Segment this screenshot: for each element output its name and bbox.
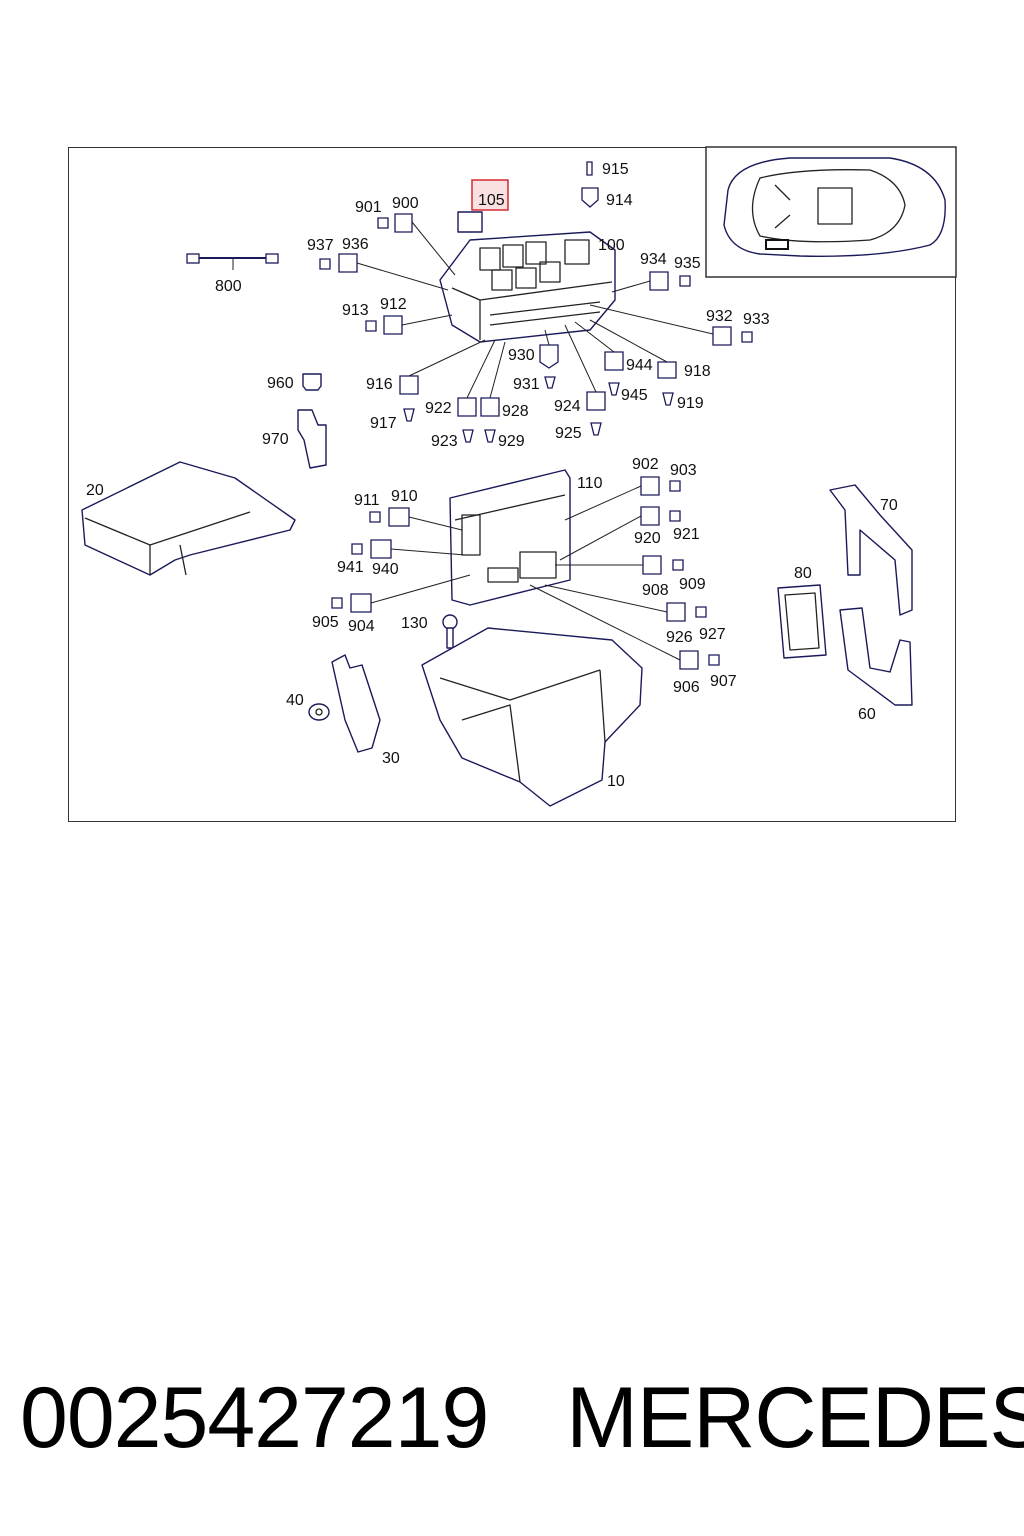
label-910: 910: [391, 488, 418, 505]
label-944: 944: [626, 357, 653, 374]
label-934: 934: [640, 251, 667, 268]
label-60: 60: [858, 706, 876, 723]
diagram-frame: [68, 147, 956, 822]
label-911: 911: [354, 492, 380, 509]
label-927: 927: [699, 626, 726, 643]
connectors-top: [319, 161, 753, 443]
label-932: 932: [706, 308, 733, 325]
label-924: 924: [554, 398, 581, 415]
label-905: 905: [312, 614, 339, 631]
callout-labels: 915 914 105 901 900 937 936 100 800 934 …: [86, 161, 898, 790]
label-80: 80: [794, 565, 812, 582]
label-929: 929: [498, 433, 525, 450]
leader-lines: [356, 221, 714, 399]
label-928: 928: [502, 403, 529, 420]
label-914: 914: [606, 192, 633, 209]
label-800: 800: [215, 278, 242, 295]
label-915: 915: [602, 161, 629, 178]
label-909: 909: [679, 576, 706, 593]
part-40-30: [308, 654, 381, 753]
label-901: 901: [355, 199, 382, 216]
label-945: 945: [621, 387, 648, 404]
label-937: 937: [307, 237, 334, 254]
label-907: 907: [710, 673, 737, 690]
label-921: 921: [673, 526, 700, 543]
label-919: 919: [677, 395, 704, 412]
label-920: 920: [634, 530, 661, 547]
part-10-housing: [421, 627, 643, 807]
label-10: 10: [607, 773, 625, 790]
label-70: 70: [880, 497, 898, 514]
label-917: 917: [370, 415, 397, 432]
label-912: 912: [380, 296, 407, 313]
part-110-module: [449, 469, 571, 606]
label-20: 20: [86, 482, 104, 499]
label-908: 908: [642, 582, 669, 599]
part-20-cover: [81, 461, 296, 576]
brand-name: MERCEDES: [566, 1370, 1024, 1466]
label-100: 100: [598, 237, 625, 254]
label-904: 904: [348, 618, 375, 635]
label-935: 935: [674, 255, 701, 272]
label-903: 903: [670, 462, 697, 479]
label-130: 130: [401, 615, 428, 632]
label-105: 105: [478, 192, 505, 209]
footer-caption: 0025427219 MERCEDES: [20, 1368, 1024, 1468]
label-926: 926: [666, 629, 693, 646]
label-913: 913: [342, 302, 369, 319]
car-inset: [705, 146, 957, 278]
part-100-relay-box: [439, 211, 616, 343]
part-130-bolt: [442, 614, 458, 649]
label-930: 930: [508, 347, 535, 364]
label-900: 900: [392, 195, 419, 212]
label-922: 922: [425, 400, 452, 417]
label-931: 931: [513, 376, 540, 393]
label-30: 30: [382, 750, 400, 767]
connectors-module: [331, 476, 720, 670]
label-916: 916: [366, 376, 393, 393]
part-number: 0025427219: [20, 1370, 489, 1466]
label-923: 923: [431, 433, 458, 450]
label-906: 906: [673, 679, 700, 696]
label-960: 960: [267, 375, 294, 392]
label-936: 936: [342, 236, 369, 253]
highlight-box: [471, 179, 509, 211]
label-970: 970: [262, 431, 289, 448]
label-40: 40: [286, 692, 304, 709]
label-110: 110: [577, 475, 603, 492]
part-60-bracket: [839, 607, 913, 706]
part-800: [186, 253, 279, 270]
label-918: 918: [684, 363, 711, 380]
label-941: 941: [337, 559, 364, 576]
label-933: 933: [743, 311, 770, 328]
part-80-seal: [777, 584, 827, 659]
label-940: 940: [372, 561, 399, 578]
label-902: 902: [632, 456, 659, 473]
part-70-trim: [829, 484, 913, 616]
part-960-970: [297, 373, 327, 469]
label-925: 925: [555, 425, 582, 442]
